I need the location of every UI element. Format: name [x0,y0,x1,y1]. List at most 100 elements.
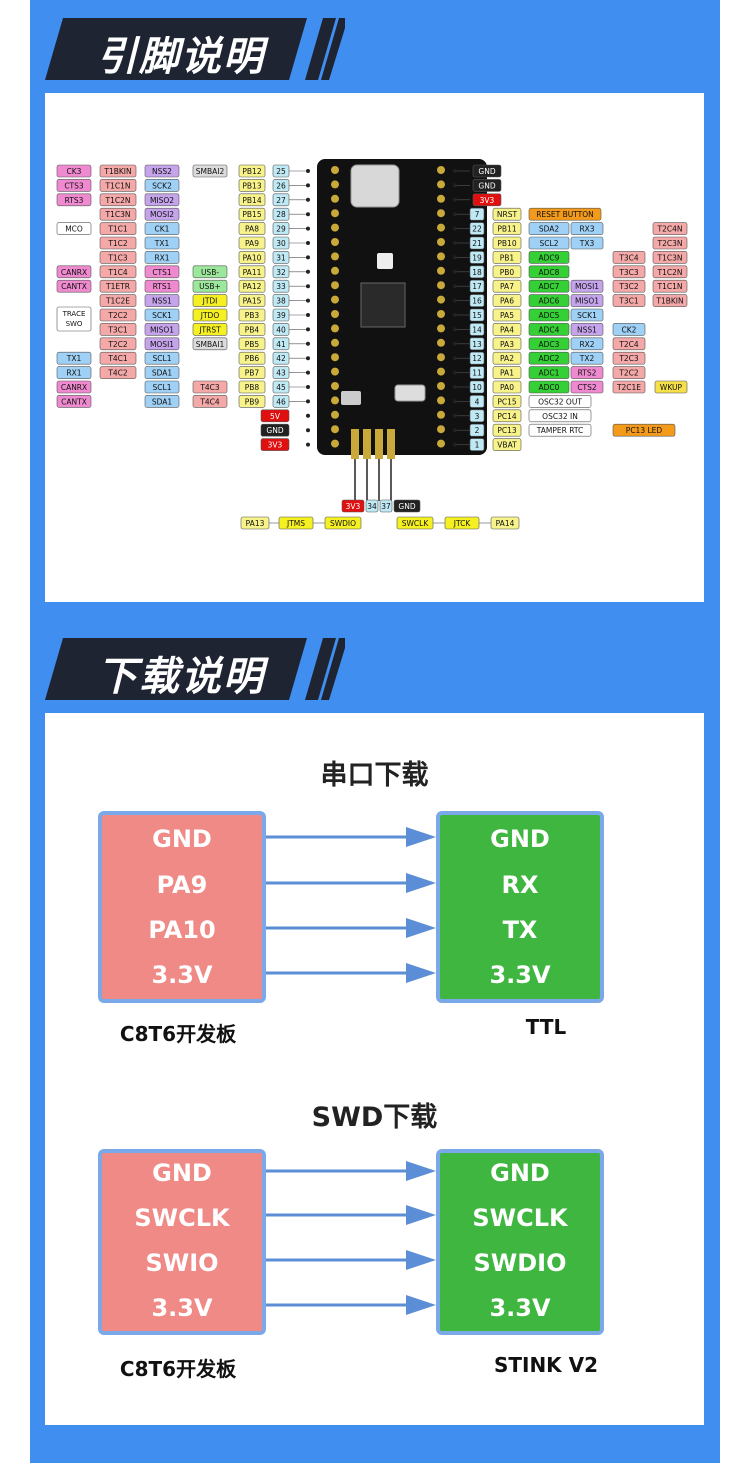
left-pin-box [56,279,92,293]
right-pin-label: PA6 [500,297,514,306]
banner-shape-icon [45,638,345,700]
left-pin-dot [306,183,310,188]
right-pin-dot [453,284,457,289]
left-pin-label: PB7 [245,369,260,378]
pin-hole [331,266,339,275]
left-pin-box [192,395,228,408]
right-pin-label: OSC32 OUT [538,397,582,406]
serial-right-caption: TTL [525,1015,567,1039]
right-pin-label: ADC1 [539,369,560,378]
right-pin-dot [453,413,457,418]
left-pin-box [192,380,228,394]
download-section-title: 下载说明 [97,654,265,700]
left-pin-label: PB12 [242,167,261,176]
right-pin-label: NRST [497,210,518,219]
left-pin-box [144,222,180,235]
pinout-banner: 引脚说明 [45,18,345,80]
left-pin-label: RTS1 [153,282,172,291]
left-pin-label: NSS2 [152,167,172,176]
pin-hole [331,367,339,376]
left-pin-label: 27 [276,196,286,205]
left-pin-box [144,265,180,279]
left-pin-box [99,366,137,379]
left-pin-label: USB- [201,268,219,277]
left-pin-box [99,236,137,250]
right-pin-label: 10 [472,383,482,392]
right-pin-box [492,323,522,336]
left-pin-dot [306,284,310,289]
serial-left-pin: PA10 [148,916,216,944]
left-pin-box [144,207,180,221]
left-pin-box [99,222,137,235]
left-pin-label: T4C3 [199,383,220,392]
serial-board-box: GND PA9 PA10 3.3V [98,811,266,1003]
left-pin-label: 32 [276,268,286,277]
left-pin-dot [306,298,310,303]
left-pin-box [144,179,180,192]
right-pin-box [528,308,570,322]
pin-hole [437,425,445,434]
right-pin-label: CK2 [622,325,637,334]
right-pin-label: 14 [472,325,482,334]
right-pin-box [612,366,646,379]
header-pin [375,429,383,459]
pin-hole [437,252,445,261]
left-pin-label: SCK1 [152,311,172,320]
right-pin-label: PA3 [500,340,514,349]
left-pin-label: T1C2 [107,239,128,248]
left-pin-label: CANRX [61,268,87,277]
right-pin-box [528,380,570,394]
right-pin-label: T2C4N [657,225,683,234]
right-pin-box [492,409,522,423]
left-pin-label: PB14 [242,196,261,205]
serial-arrows [266,827,436,983]
left-pin-label: MISO1 [150,325,174,334]
right-pin-label: RESET BUTTON [536,210,594,219]
pin-hole [437,238,445,246]
left-pin-label: PA11 [243,268,262,277]
left-power-label: 5V [270,412,281,421]
left-pin-dot [306,269,310,274]
left-pin-label: PA8 [245,225,259,234]
right-pin-box [570,337,604,351]
left-pin-label: T1C1 [107,225,128,234]
pinout-section-title: 引脚说明 [97,34,265,80]
mcu-chip [360,282,406,328]
right-pin-label: T2C3 [618,354,639,363]
right-pin-label: VBAT [497,441,517,450]
left-pin-box [56,265,92,279]
left-power-box [260,409,290,423]
right-pin-dot [453,226,457,231]
bottom-left-label: PA13 [246,519,265,528]
right-pin-dot [453,255,457,260]
left-pin-label: T4C1 [107,354,128,363]
right-pin-box [528,351,570,365]
right-pin-box [492,236,522,250]
right-pin-label: 21 [472,239,482,248]
left-pin-box [192,279,228,293]
right-pin-dot [453,327,457,332]
right-pin-label: GND [478,167,495,176]
right-pin-label: MISO1 [575,297,599,306]
right-pin-label: MOSI1 [575,282,599,291]
right-pin-box [492,294,522,307]
left-pin-box [56,193,92,207]
right-pin-label: T3C3 [618,268,639,277]
pin-hole [331,223,339,232]
right-pin-label: NSS1 [577,325,597,334]
right-pin-label: T1BKIN [655,297,683,306]
right-pin-box [612,337,646,351]
swd-left-pin: SWCLK [134,1204,230,1232]
serial-left-caption: C8T6开发板 [119,1022,237,1046]
left-pin-dot [306,212,310,217]
left-pin-label: NSS1 [152,297,172,306]
right-pin-box [492,308,522,322]
right-pin-label: PC13 LED [626,426,663,435]
pin-hole [437,367,445,376]
right-pin-label: T1C1N [657,282,683,291]
left-pin-box [99,251,137,264]
left-pin-box [56,179,92,192]
right-pin-label: ADC9 [539,253,560,262]
right-pin-label: SCK1 [577,311,597,320]
